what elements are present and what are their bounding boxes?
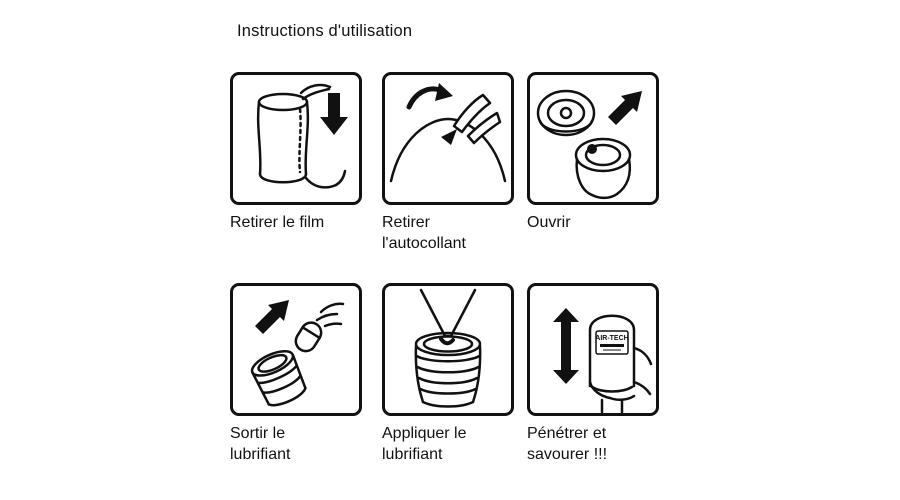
step-remove-film-label: Retirer le film — [230, 214, 325, 231]
step-apply-lubricant-label: Appliquer le lubrifiant — [382, 425, 467, 463]
double-arrow-vertical-icon — [553, 308, 579, 384]
hand — [304, 169, 347, 189]
sticker-tab — [441, 129, 457, 145]
curved-arrow-icon — [406, 83, 453, 110]
product: AIR-TECH — [588, 314, 636, 388]
step-apply-lubricant-panel — [382, 283, 514, 416]
take-out-lubricant-illustration — [250, 300, 345, 407]
step-remove-sticker-label: Retirer l'autocollant — [382, 214, 466, 252]
step-take-out-lubricant-panel — [230, 283, 362, 416]
step-remove-film: Retirer le film — [230, 72, 370, 233]
cap — [536, 89, 596, 137]
lubricant-stream — [419, 288, 477, 346]
step-open-panel — [527, 72, 659, 205]
arrow-up-right-icon — [608, 91, 642, 125]
step-use-and-enjoy-label: Pénétrer et savourer !!! — [527, 425, 608, 463]
step-remove-sticker-panel — [382, 72, 514, 205]
step-take-out-lubricant-label: Sortir le lubrifiant — [230, 425, 291, 463]
page-title: Instructions d'utilisation — [237, 22, 413, 40]
product-top — [389, 117, 507, 183]
step-use-and-enjoy-panel: AIR-TECH — [527, 283, 659, 416]
use-and-enjoy-illustration: AIR-TECH — [553, 308, 653, 413]
step-open: Ouvrir — [527, 72, 667, 233]
step-remove-sticker: Retirer l'autocollant — [382, 72, 522, 254]
remove-film-illustration — [256, 83, 348, 189]
step-take-out-lubricant: Sortir le lubrifiant — [230, 283, 370, 465]
arrow-down-icon — [320, 93, 348, 135]
pulling-fingers — [315, 302, 345, 328]
step-remove-film-panel — [230, 72, 362, 205]
cup-body — [250, 349, 307, 407]
step-open-label: Ouvrir — [527, 214, 571, 231]
remove-sticker-illustration — [389, 83, 507, 183]
lubricant-capsule — [294, 321, 323, 353]
pinching-fingers — [452, 93, 502, 145]
step-apply-lubricant: Appliquer le lubrifiant — [382, 283, 522, 465]
brand-label: AIR-TECH — [595, 335, 628, 342]
arrow-up-right-icon — [255, 300, 289, 334]
bottle-with-film — [256, 83, 332, 184]
body — [574, 137, 632, 200]
open-illustration — [536, 89, 642, 200]
base — [600, 398, 624, 413]
hand — [588, 346, 653, 401]
cup — [414, 331, 482, 408]
apply-lubricant-illustration — [414, 288, 482, 408]
step-use-and-enjoy: AIR-TECH Pénétrer et savourer !!! — [527, 283, 667, 465]
